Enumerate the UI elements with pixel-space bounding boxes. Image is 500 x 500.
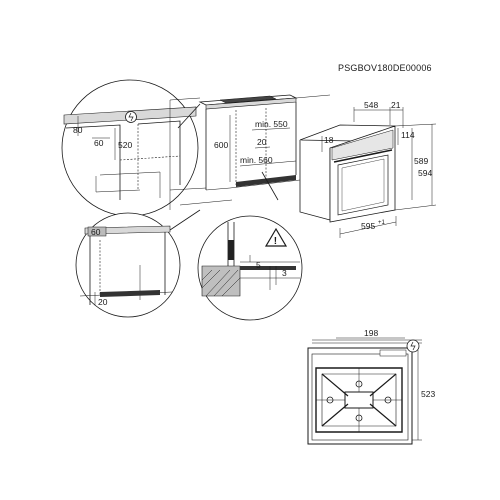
dim-548: 548 [364,100,378,110]
plug-icon-back [406,339,420,353]
dim-595-tolerance: +1 [378,220,386,226]
dim-595: 595 [361,221,375,231]
cabinet-main-view: 600 min. 550 20 min. 560 [169,94,331,210]
dim-60-left: 60 [91,227,101,237]
dim-198: 198 [364,328,378,338]
warning-symbol: ! [274,236,277,247]
dim-20-mid: 20 [257,137,267,147]
dim-20-left: 20 [98,297,108,307]
dim-80: 80 [73,125,83,135]
document-code: PSGBOV180DE00006 [338,63,432,73]
dim-5: 5 [256,260,261,270]
dim-min-550: min. 550 [255,119,288,129]
leader-line-left [169,209,201,231]
leader-line-top [177,103,201,129]
leader-line-center [261,171,279,201]
warning-triangle-icon: ! [264,227,288,247]
dim-520: 520 [118,140,132,150]
dim-600: 600 [214,140,228,150]
dim-114: 114 [401,130,415,140]
oven-back-view: 198 523 [307,328,435,445]
dim-21: 21 [391,100,401,110]
dim-3: 3 [282,268,287,278]
dim-523: 523 [421,389,435,399]
dim-18: 18 [324,135,334,145]
plug-icon [125,111,137,123]
oven-view: 548 21 18 114 589 594 595 +1 [299,100,437,238]
dim-594: 594 [418,168,432,178]
dim-589: 589 [414,156,428,166]
dim-60-top: 60 [94,138,104,148]
dim-min-560: min. 560 [240,155,273,165]
detail-circle-bottom-center: 5 3 ! [197,215,303,321]
detail-circle-top-left: 80 60 520 [61,79,199,217]
detail-circle-bottom-left: 60 20 [75,212,181,318]
